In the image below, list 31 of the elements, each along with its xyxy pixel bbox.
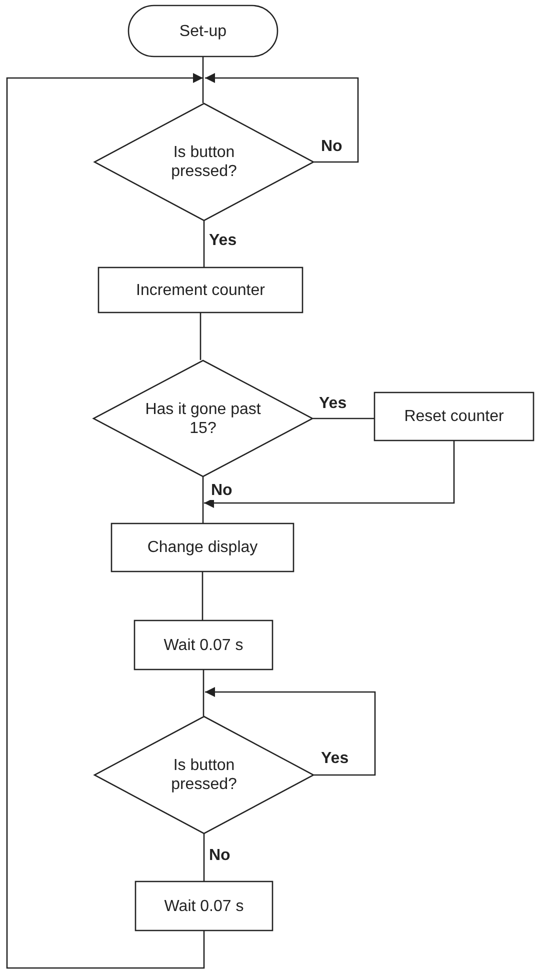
process-box <box>98 267 303 313</box>
connector-line <box>313 418 374 420</box>
process-box <box>111 523 294 572</box>
connector-line <box>202 477 204 523</box>
connector-line <box>202 57 204 103</box>
edge-label: No <box>210 482 234 500</box>
terminal-shape <box>128 5 278 57</box>
process-box <box>135 881 273 931</box>
node-text: Wait 0.07 s <box>162 636 244 654</box>
node-text: Is button pressed? <box>170 756 238 794</box>
arrow <box>205 73 359 163</box>
connector-line <box>202 670 204 716</box>
arrow <box>204 441 455 508</box>
node-text: Wait 0.07 s <box>163 896 245 916</box>
node-text: Increment counter <box>135 280 266 300</box>
arrow <box>205 687 376 776</box>
decision-diamond <box>94 716 314 834</box>
node-text: Has it gone past 15? <box>144 400 262 438</box>
node-text: Reset counter <box>403 407 505 426</box>
arrow <box>6 73 205 969</box>
connector-line <box>203 221 205 267</box>
node-text: Change display <box>146 538 259 557</box>
connector-line <box>200 313 202 360</box>
process-box <box>374 392 534 441</box>
decision-diamond <box>94 103 314 221</box>
node-text: Is button pressed? <box>170 143 238 181</box>
connector-line <box>203 834 205 881</box>
process-box <box>134 620 273 670</box>
decision-diamond <box>93 360 313 477</box>
connector-line <box>202 572 204 620</box>
node-text: Set-up <box>178 22 228 40</box>
